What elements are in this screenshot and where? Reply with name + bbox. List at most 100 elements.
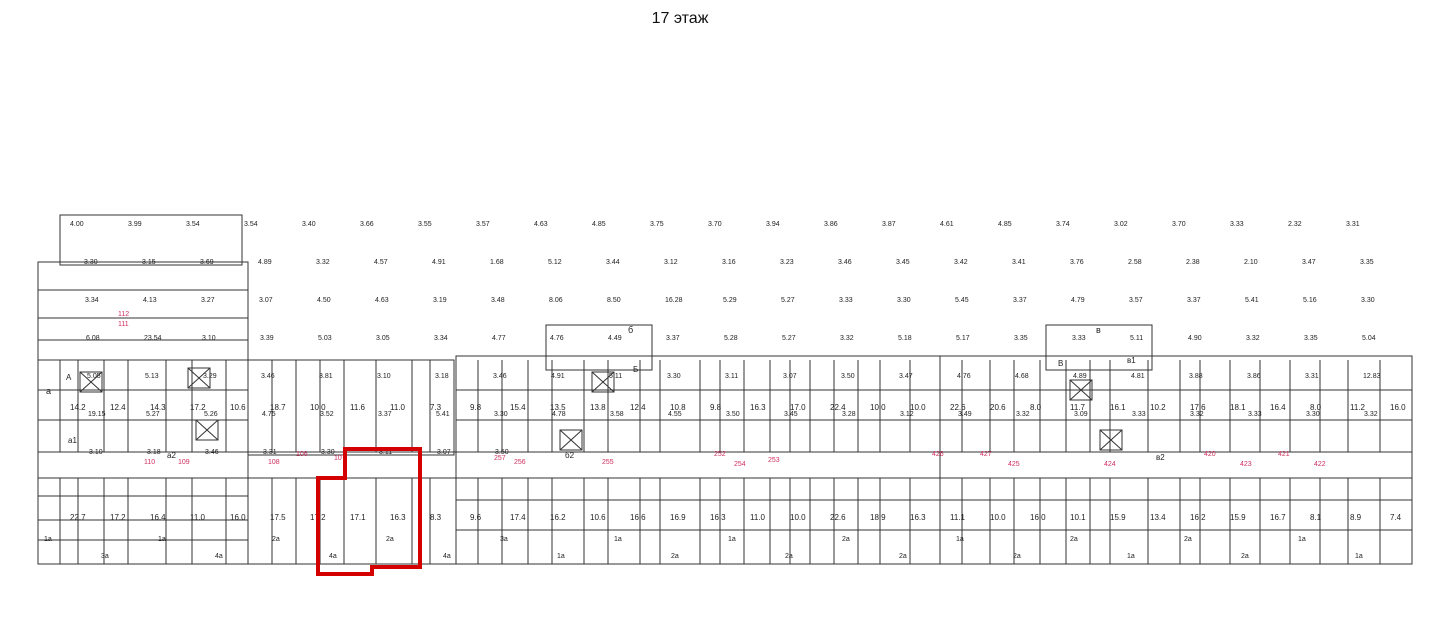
room-type-label: 1а [44, 536, 52, 543]
room-type-label: 1а [158, 536, 166, 543]
dimension-label: 3.33 [1248, 411, 1262, 418]
dimension-label: 3.35 [1014, 335, 1028, 342]
dimension-label: 3.34 [85, 297, 99, 304]
dimension-label: 3.27 [201, 297, 215, 304]
lift-shaft [187, 367, 211, 389]
dimension-label: 3.50 [841, 373, 855, 380]
room-type-label: 4а [215, 553, 223, 560]
dimension-label: 3.57 [476, 221, 490, 228]
apartment-number: 256 [514, 459, 526, 466]
dimension-label: 4.49 [608, 335, 622, 342]
room-type-label: 1а [1355, 553, 1363, 560]
dimension-label: 4.61 [940, 221, 954, 228]
room-area-label: 16.3 [910, 513, 926, 522]
dimension-label: 3.99 [128, 221, 142, 228]
dimension-label: 3.75 [650, 221, 664, 228]
dimension-label: 3.49 [958, 411, 972, 418]
dimension-label: 3.10 [377, 373, 391, 380]
dimension-label: 3.54 [244, 221, 258, 228]
highlighted-apartment-outline [316, 447, 422, 576]
dimension-label: 3.12 [664, 259, 678, 266]
room-area-label: 11.6 [350, 403, 366, 412]
dimension-label: 4.81 [1131, 373, 1145, 380]
dimension-label: 5.18 [898, 335, 912, 342]
dimension-label: 3.46 [493, 373, 507, 380]
dimension-label: 3.32 [1190, 411, 1204, 418]
dimension-label: 3.70 [708, 221, 722, 228]
apartment-number: 252 [714, 451, 726, 458]
room-area-label: 20.6 [990, 403, 1006, 412]
room-area-label: 17.2 [110, 513, 126, 522]
dimension-label: 3.88 [1189, 373, 1203, 380]
dimension-label: 3.87 [882, 221, 896, 228]
room-area-label: 15.4 [510, 403, 526, 412]
dimension-label: 3.45 [784, 411, 798, 418]
wing-a-top [59, 214, 243, 266]
room-type-label: 3а [500, 536, 508, 543]
dimension-label: 3.47 [1302, 259, 1316, 266]
section-c [939, 355, 1413, 565]
dimension-label: 3.32 [1246, 335, 1260, 342]
dimension-label: 4.50 [317, 297, 331, 304]
dimension-label: 3.33 [1072, 335, 1086, 342]
dimension-label: 3.46 [261, 373, 275, 380]
dimension-label: 2.38 [1186, 259, 1200, 266]
apartment-number: 109 [178, 459, 190, 466]
room-area-label: 11.0 [190, 513, 206, 522]
room-type-label: 2а [785, 553, 793, 560]
dimension-label: 2.10 [1244, 259, 1258, 266]
room-area-label: 22.4 [830, 403, 846, 412]
apartment-number: 427 [980, 451, 992, 458]
dimension-label: 3.30 [667, 373, 681, 380]
room-area-label: 18.1 [1230, 403, 1246, 412]
dimension-label: 5.45 [955, 297, 969, 304]
dimension-label: 3.09 [1074, 411, 1088, 418]
dimension-label: 5.27 [782, 335, 796, 342]
room-area-label: 16.7 [1270, 513, 1286, 522]
dimension-label: 5.11 [609, 373, 622, 380]
dimension-label: 5.04 [1362, 335, 1376, 342]
room-area-label: 18.9 [870, 513, 886, 522]
dimension-label: 4.85 [592, 221, 606, 228]
stair-c [1045, 324, 1153, 371]
dimension-label: 3.32 [1364, 411, 1378, 418]
dimension-label: 3.47 [899, 373, 913, 380]
dimension-label: 4.57 [374, 259, 388, 266]
wall-line [591, 371, 615, 393]
room-area-label: 8.9 [1350, 513, 1362, 522]
room-type-label: 2а [671, 553, 679, 560]
dimension-label: 3.34 [434, 335, 448, 342]
dimension-label: 3.50 [495, 449, 509, 456]
corridor-label: в2 [1156, 453, 1165, 462]
apartment-number: 112 [118, 311, 129, 318]
room-area-label: 11.2 [1350, 403, 1366, 412]
room-type-label: 2а [899, 553, 907, 560]
dimension-label: 4.63 [534, 221, 548, 228]
room-area-label: 10.0 [870, 403, 886, 412]
dimension-label: 5.41 [436, 411, 450, 418]
room-area-label: 10.1 [1070, 513, 1086, 522]
room-area-label: 22.6 [830, 513, 846, 522]
dimension-label: 4.75 [262, 411, 276, 418]
room-type-label: 2а [842, 536, 850, 543]
dimension-label: 4.76 [957, 373, 971, 380]
dimension-label: 3.57 [1129, 297, 1143, 304]
wall-line [195, 419, 219, 441]
dimension-label: 3.16 [722, 259, 736, 266]
apartment-number: 106 [296, 451, 308, 458]
room-type-label: 1а [614, 536, 622, 543]
room-area-label: 7.3 [430, 403, 442, 412]
dimension-label: 8.06 [549, 297, 563, 304]
dimension-label: 3.39 [260, 335, 274, 342]
dimension-label: 3.30 [321, 449, 335, 456]
dimension-label: 3.86 [1247, 373, 1261, 380]
dimension-label: 3.07 [437, 449, 451, 456]
room-area-label: 17.4 [510, 513, 526, 522]
lift-label: В [1058, 359, 1063, 368]
room-area-label: 15.9 [1230, 513, 1246, 522]
room-type-label: 2а [386, 536, 394, 543]
dimension-label: 4.55 [668, 411, 682, 418]
room-area-label: 17.0 [790, 403, 806, 412]
